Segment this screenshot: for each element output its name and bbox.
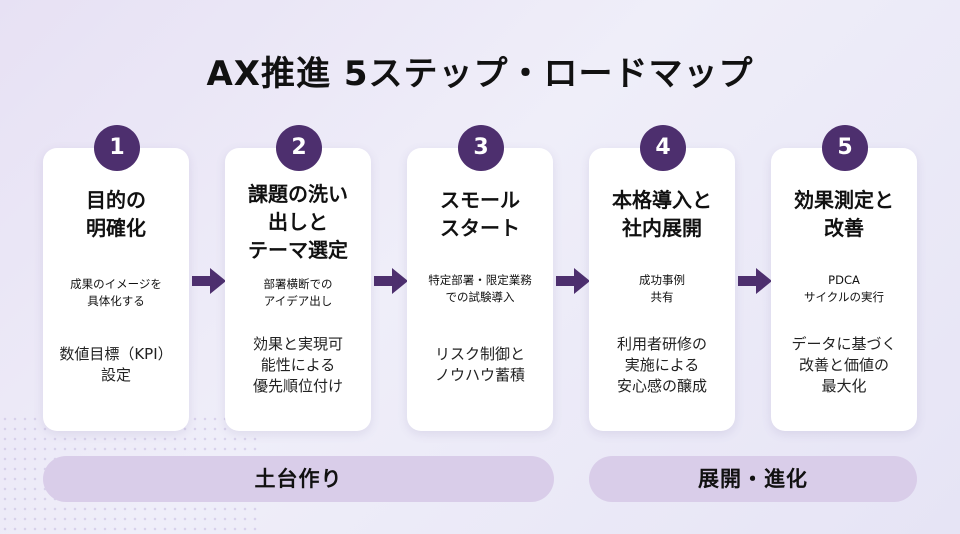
step-3-number-badge: 3 [458,125,504,171]
page-title: AX推進 5ステップ・ロードマップ [206,54,754,94]
step-3-subtitle: 特定部署・限定業務 での試験導入 [428,273,532,304]
step-1-title: 目的の 明確化 [86,188,146,240]
step-1-subtitle: 成果のイメージを 具体化する [70,277,162,308]
step-2-card: 課題の洗い 出しと テーマ選定 部署横断での アイデア出し 効果と実現可 能性に… [225,148,371,431]
step-5-card: 効果測定と 改善 PDCA サイクルの実行 データに基づく 改善と価値の 最大化 [771,148,917,431]
arrow-right-icon [738,268,772,294]
step-2-note: 効果と実現可 能性による 優先順位付け [252,335,343,395]
step-4-number-badge: 4 [640,125,686,171]
step-2-subtitle: 部署横断での アイデア出し [263,277,333,308]
phase-bar-expansion: 展開・進化 [589,456,917,502]
step-4-title: 本格導入と 社内展開 [612,188,712,240]
step-5-title: 効果測定と 改善 [794,188,894,240]
step-5-note: データに基づく 改善と価値の 最大化 [791,335,897,395]
phase-bar-foundation: 土台作り [43,456,554,502]
step-4-card: 本格導入と 社内展開 成功事例 共有 利用者研修の 実施による 安心感の醸成 [589,148,735,431]
step-1-number-badge: 1 [94,125,140,171]
step-5-number-badge: 5 [822,125,868,171]
step-3-card: スモール スタート 特定部署・限定業務 での試験導入 リスク制御と ノウハウ蓄積 [407,148,553,431]
step-4-subtitle: 成功事例 共有 [639,273,685,304]
step-5-subtitle: PDCA サイクルの実行 [804,273,884,304]
arrow-right-icon [192,268,226,294]
step-2-title: 課題の洗い 出しと テーマ選定 [248,182,348,262]
step-1-card: 目的の 明確化 成果のイメージを 具体化する 数値目標（KPI） 設定 [43,148,189,431]
step-3-note: リスク制御と ノウハウ蓄積 [434,345,525,384]
step-4-note: 利用者研修の 実施による 安心感の醸成 [616,335,707,395]
step-2-number-badge: 2 [276,125,322,171]
arrow-right-icon [556,268,590,294]
step-1-note: 数値目標（KPI） 設定 [59,345,173,384]
arrow-right-icon [374,268,408,294]
step-3-title: スモール スタート [440,188,520,240]
